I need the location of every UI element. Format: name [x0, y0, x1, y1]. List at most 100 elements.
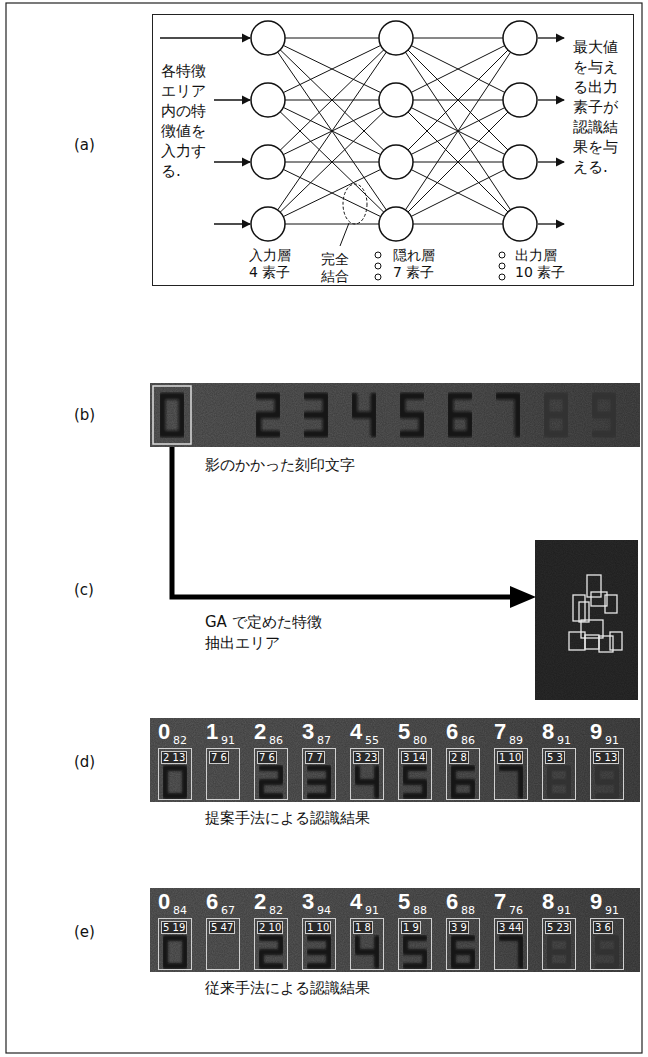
- score-number: 55: [365, 735, 379, 747]
- recognition-box: 4553 23: [350, 748, 384, 800]
- recognition-box: 4911 8: [350, 918, 384, 970]
- connection-line: [268, 100, 396, 224]
- connection-line: [268, 100, 396, 224]
- engraved-digit: [405, 938, 425, 966]
- selection-box: [153, 386, 191, 444]
- output-arrow: [538, 223, 564, 224]
- engraved-digit: [501, 768, 521, 796]
- neuron-circle: [503, 83, 537, 117]
- recognition-box: 9915 13: [590, 748, 624, 800]
- connection-line: [396, 224, 520, 225]
- annotation-text: 入力層 4 素子: [249, 247, 295, 281]
- score-number: 82: [269, 905, 283, 917]
- engraved-digit: [405, 768, 425, 796]
- char-label: 4: [350, 889, 362, 915]
- candidate-text: 3 9: [449, 921, 469, 934]
- ellipsis-dot: [375, 274, 381, 280]
- engraved-digit: [309, 768, 329, 796]
- score-number: 91: [557, 905, 571, 917]
- neuron-circle: [251, 207, 285, 241]
- connection-line: [396, 38, 520, 224]
- engraved-digit: [357, 938, 377, 966]
- score-number: 89: [509, 735, 523, 747]
- annotation-text: 各特徴エリア内の特徴値を入力する.: [161, 61, 207, 181]
- engraved-digit: [227, 396, 234, 434]
- candidate-text: 3 44: [497, 921, 523, 934]
- candidate-text: 7 7: [305, 751, 325, 764]
- recognition-box: 3941 10: [302, 918, 336, 970]
- connection-line: [396, 38, 520, 162]
- dashed-ellipse: [343, 184, 367, 224]
- candidate-text: 5 47: [209, 921, 235, 934]
- engraved-digit: [230, 768, 236, 796]
- panel-label: (e): [74, 922, 95, 943]
- connection-line: [396, 100, 520, 224]
- recognition-box: 2867 6: [254, 748, 288, 800]
- char-label: 6: [446, 719, 458, 745]
- recognition-box: 6883 9: [446, 918, 480, 970]
- recognition-box: 0822 13: [158, 748, 192, 800]
- char-label: 3: [302, 719, 314, 745]
- score-number: 94: [317, 905, 331, 917]
- char-label: 2: [254, 889, 266, 915]
- panel-label: (c): [74, 580, 94, 601]
- char-label: 8: [542, 889, 554, 915]
- char-label: 5: [398, 889, 410, 915]
- char-label: 2: [254, 719, 266, 745]
- connection-line: [268, 38, 396, 100]
- score-number: 80: [413, 735, 427, 747]
- engraved-digit: [354, 396, 374, 434]
- score-number: 91: [605, 735, 619, 747]
- engraved-digit: [549, 938, 569, 966]
- network-frame: 各特徴エリア内の特徴値を入力する. 最大値を与える出力素子が認識結果を与える. 入力…: [152, 14, 634, 286]
- photo-band: [150, 718, 640, 802]
- caption-text: 影のかかった刻印文字: [205, 455, 355, 476]
- engraved-digit: [261, 768, 281, 796]
- char-label: 7: [494, 719, 506, 745]
- feature-area: [587, 575, 601, 597]
- feature-area: [585, 635, 599, 649]
- recognition-box: 5803 14: [398, 748, 432, 800]
- engraved-digit: [501, 938, 521, 966]
- annotation-text: 最大値を与える出力素子が認識結果を与える.: [573, 37, 619, 177]
- engraved-digit: [162, 396, 182, 434]
- candidate-text: 7 6: [257, 751, 277, 764]
- recognition-box: 3877 7: [302, 748, 336, 800]
- neuron-circle: [379, 207, 413, 241]
- recognition-box: 2822 10: [254, 918, 288, 970]
- char-label: 8: [542, 719, 554, 745]
- neural-network: [160, 21, 564, 280]
- char-label: 1: [206, 719, 218, 745]
- connection-line: [396, 100, 520, 224]
- feature-area: [610, 632, 622, 650]
- pointer-arrow: [172, 447, 512, 597]
- panel-label: (b): [74, 405, 95, 426]
- engraved-digit: [306, 396, 326, 434]
- candidate-text: 2 13: [161, 751, 187, 764]
- connection-line: [268, 38, 396, 100]
- char-label: 0: [158, 719, 170, 745]
- neuron-circle: [379, 83, 413, 117]
- char-label: 0: [158, 889, 170, 915]
- candidate-text: 1 9: [401, 921, 421, 934]
- recognition-box: 9913 6: [590, 918, 624, 970]
- engraved-digit: [165, 768, 185, 796]
- score-number: 91: [605, 905, 619, 917]
- engraved-digit: [453, 768, 473, 796]
- feature-area: [569, 632, 585, 650]
- char-label: 9: [590, 719, 602, 745]
- neuron-circle: [251, 21, 285, 55]
- engraved-digit: [450, 396, 470, 434]
- recognition-box: 8915 23: [542, 918, 576, 970]
- char-label: 7: [494, 889, 506, 915]
- feature-area: [605, 595, 617, 613]
- connection-line: [396, 38, 520, 162]
- candidate-text: 1 10: [497, 751, 523, 764]
- candidate-text: 3 23: [353, 751, 379, 764]
- engraved-digit: [357, 768, 377, 796]
- photo-grain: [150, 383, 640, 447]
- ellipsis-dot: [499, 252, 505, 258]
- engraved-digit: [261, 938, 281, 966]
- feature-area: [579, 602, 589, 622]
- connection-line: [396, 162, 520, 224]
